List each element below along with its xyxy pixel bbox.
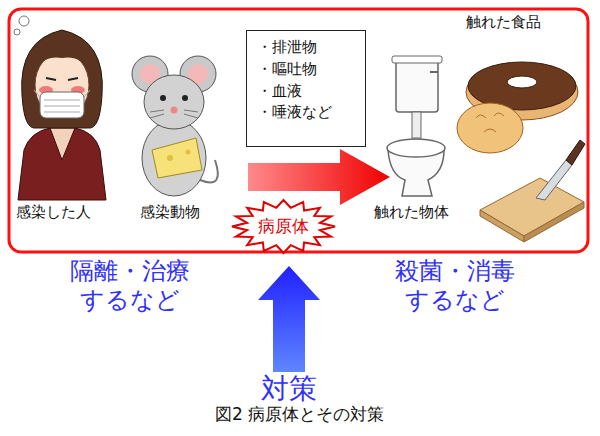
infected-animal bbox=[142, 120, 206, 196]
infected-animal bbox=[186, 150, 191, 155]
infected-person bbox=[35, 52, 89, 118]
spread-arrow bbox=[248, 149, 390, 205]
measure-label: 隔離・治療 するなど bbox=[58, 257, 202, 315]
infected-person bbox=[19, 16, 29, 26]
burst-shape bbox=[232, 200, 335, 253]
figure-label: 感染した人 bbox=[16, 203, 91, 221]
list-box: ・排泄物・嘔吐物・血液・唾液など bbox=[246, 30, 366, 147]
cutting-board-knife bbox=[480, 140, 585, 242]
toilet bbox=[396, 60, 438, 112]
toilet bbox=[412, 112, 421, 138]
infected-person bbox=[36, 51, 88, 70]
figure-caption: 図2 病原体とその対策 bbox=[215, 404, 384, 424]
infected-animal bbox=[171, 107, 178, 114]
infected-person bbox=[50, 128, 75, 160]
food bbox=[507, 76, 537, 88]
countermeasure-arrow bbox=[258, 266, 320, 372]
measure-label: 殺菌・消毒 するなど bbox=[383, 257, 527, 315]
food bbox=[468, 62, 576, 110]
infected-animal bbox=[160, 95, 166, 101]
cutting-board-knife bbox=[480, 178, 584, 236]
food bbox=[476, 113, 504, 132]
figure-label: 触れた物体 bbox=[374, 203, 449, 221]
infected-person bbox=[34, 90, 90, 112]
cutting-board-knife bbox=[566, 140, 585, 165]
infected-animal bbox=[132, 56, 218, 196]
cutting-board-knife bbox=[480, 210, 524, 242]
infected-person bbox=[22, 30, 103, 128]
food bbox=[457, 103, 523, 153]
cutting-board-knife bbox=[536, 160, 572, 200]
region-border bbox=[9, 9, 588, 252]
toilet bbox=[392, 56, 442, 63]
infected-person bbox=[40, 92, 84, 118]
toilet bbox=[387, 139, 445, 157]
toilet bbox=[387, 56, 445, 196]
countermeasure-title: 対策 bbox=[261, 372, 317, 406]
infected-person bbox=[18, 128, 106, 200]
pathogen-burst: 病原体 bbox=[230, 198, 337, 255]
infected-animal bbox=[150, 110, 198, 118]
figure-label: 触れた食品 bbox=[466, 13, 541, 31]
infected-person bbox=[14, 16, 106, 200]
food bbox=[457, 62, 578, 153]
toilet bbox=[430, 71, 438, 73]
pathogen-label: 病原体 bbox=[258, 215, 309, 238]
figure-label: 感染動物 bbox=[140, 203, 200, 221]
infected-person bbox=[14, 29, 20, 35]
list-item: ・血液 bbox=[257, 81, 355, 103]
infected-animal bbox=[167, 155, 173, 161]
infected-animal bbox=[182, 95, 188, 101]
list-item: ・嘔吐物 bbox=[257, 59, 355, 81]
list-item: ・唾液など bbox=[257, 102, 355, 124]
infected-animal bbox=[152, 138, 202, 178]
infected-animal bbox=[144, 75, 204, 129]
cutting-board-knife bbox=[524, 202, 584, 242]
list-item: ・排泄物 bbox=[257, 37, 355, 59]
infected-person bbox=[46, 78, 78, 80]
